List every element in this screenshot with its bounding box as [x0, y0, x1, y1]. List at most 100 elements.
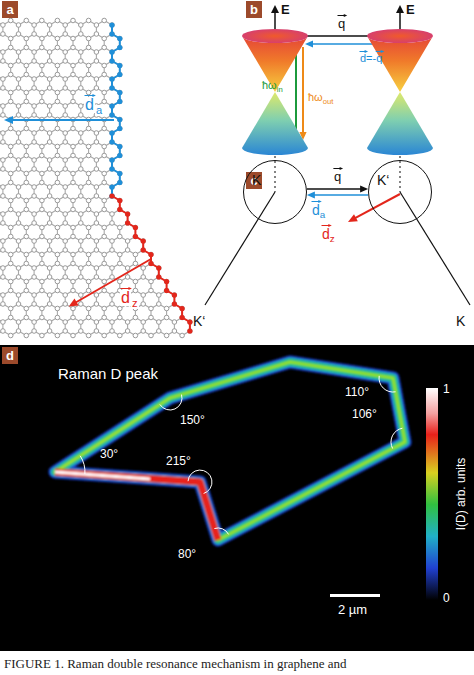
carbon-atom [40, 225, 45, 230]
edge-atom [109, 193, 114, 198]
cone-top [367, 29, 433, 43]
carbon-atom [79, 248, 84, 253]
axis-head [271, 5, 279, 13]
angle-arc [214, 528, 228, 534]
carbon-atom [71, 306, 76, 311]
carbon-atom [71, 315, 76, 320]
carbon-atom [8, 126, 13, 131]
carbon-atom [118, 36, 123, 41]
edge-atom [156, 265, 161, 270]
vector-subscript: a [95, 105, 103, 116]
carbon-atom [86, 171, 91, 176]
carbon-atom [133, 288, 138, 293]
carbon-atom [24, 45, 29, 50]
edge-atom [117, 117, 122, 122]
carbon-atom [1, 86, 6, 91]
carbon-atom [63, 131, 68, 136]
figure-caption: FIGURE 1. Raman double resonance mechani… [4, 657, 347, 670]
carbon-atom [55, 153, 60, 158]
edge-atom [133, 234, 138, 239]
carbon-atom [47, 302, 52, 307]
carbon-atom [1, 59, 6, 64]
carbon-atom [32, 77, 37, 82]
edge-atom [117, 144, 122, 149]
carbon-atom [133, 234, 138, 239]
angle-arcs [80, 376, 402, 535]
edge-atom [164, 279, 169, 284]
carbon-atom [47, 131, 52, 136]
carbon-atom [110, 113, 115, 118]
carbon-atom [1, 50, 6, 55]
carbon-atom [8, 234, 13, 239]
carbon-atom [16, 212, 21, 217]
carbon-atom [40, 234, 45, 239]
arrow-head [360, 185, 368, 192]
arrow-shaft [121, 288, 130, 289]
carbon-atom [16, 32, 21, 37]
carbon-atom [24, 180, 29, 185]
carbon-atom [32, 239, 37, 244]
carbon-atom [55, 144, 60, 149]
carbon-atom [40, 126, 45, 131]
carbon-atom [79, 329, 84, 334]
carbon-atom [110, 239, 115, 244]
arrow-shaft [314, 194, 368, 196]
edge-atom [117, 45, 122, 50]
carbon-atom [71, 225, 76, 230]
carbon-atom [32, 194, 37, 199]
armchair-vector [4, 116, 114, 124]
colorbar-tick: 0 [443, 592, 450, 604]
arrow-shaft [322, 225, 330, 226]
carbon-atom [110, 23, 115, 28]
carbon-atom [110, 221, 115, 226]
carbon-atom [47, 32, 52, 37]
carbon-atom [125, 329, 130, 334]
carbon-atom [71, 126, 76, 131]
carbon-atom [63, 302, 68, 307]
carbon-atom [94, 320, 99, 325]
carbon-atom [102, 153, 107, 158]
carbon-atom [40, 279, 45, 284]
angle-arc [160, 395, 182, 410]
carbon-atom [16, 77, 21, 82]
carbon-atom [47, 86, 52, 91]
carbon-atom [71, 279, 76, 284]
arrow-head [69, 298, 79, 306]
edge-atom [172, 292, 177, 297]
edge-atom [148, 252, 153, 257]
carbon-atom [94, 59, 99, 64]
carbon-atom [79, 212, 84, 217]
carbon-atom [164, 306, 169, 311]
carbon-atom [94, 158, 99, 163]
brillouin-zone [205, 192, 470, 305]
carbon-atom [8, 90, 13, 95]
k-point-label: K‘ [377, 173, 389, 187]
vector-subscript: z [131, 298, 139, 309]
carbon-atom [133, 333, 138, 338]
carbon-atom [16, 239, 21, 244]
carbon-atom [79, 50, 84, 55]
carbon-atom [71, 45, 76, 50]
carbon-atom [55, 252, 60, 257]
map-background [0, 345, 474, 651]
edge-atom [164, 288, 169, 293]
hot-core [55, 472, 150, 479]
carbon-atom [79, 266, 84, 271]
carbon-atom [86, 333, 91, 338]
carbon-atom [172, 302, 177, 307]
carbon-atom [16, 302, 21, 307]
carbon-atom [118, 144, 123, 149]
carbon-atom [71, 180, 76, 185]
carbon-atom [8, 171, 13, 176]
carbon-atom [102, 180, 107, 185]
carbon-atom [86, 45, 91, 50]
carbon-atom [86, 180, 91, 185]
carbon-atom [71, 198, 76, 203]
carbon-atom [24, 153, 29, 158]
arrow-shaft [76, 259, 151, 302]
carbon-atom [47, 50, 52, 55]
carbon-atom [8, 18, 13, 23]
edge-atom [180, 306, 185, 311]
carbon-atom [102, 198, 107, 203]
